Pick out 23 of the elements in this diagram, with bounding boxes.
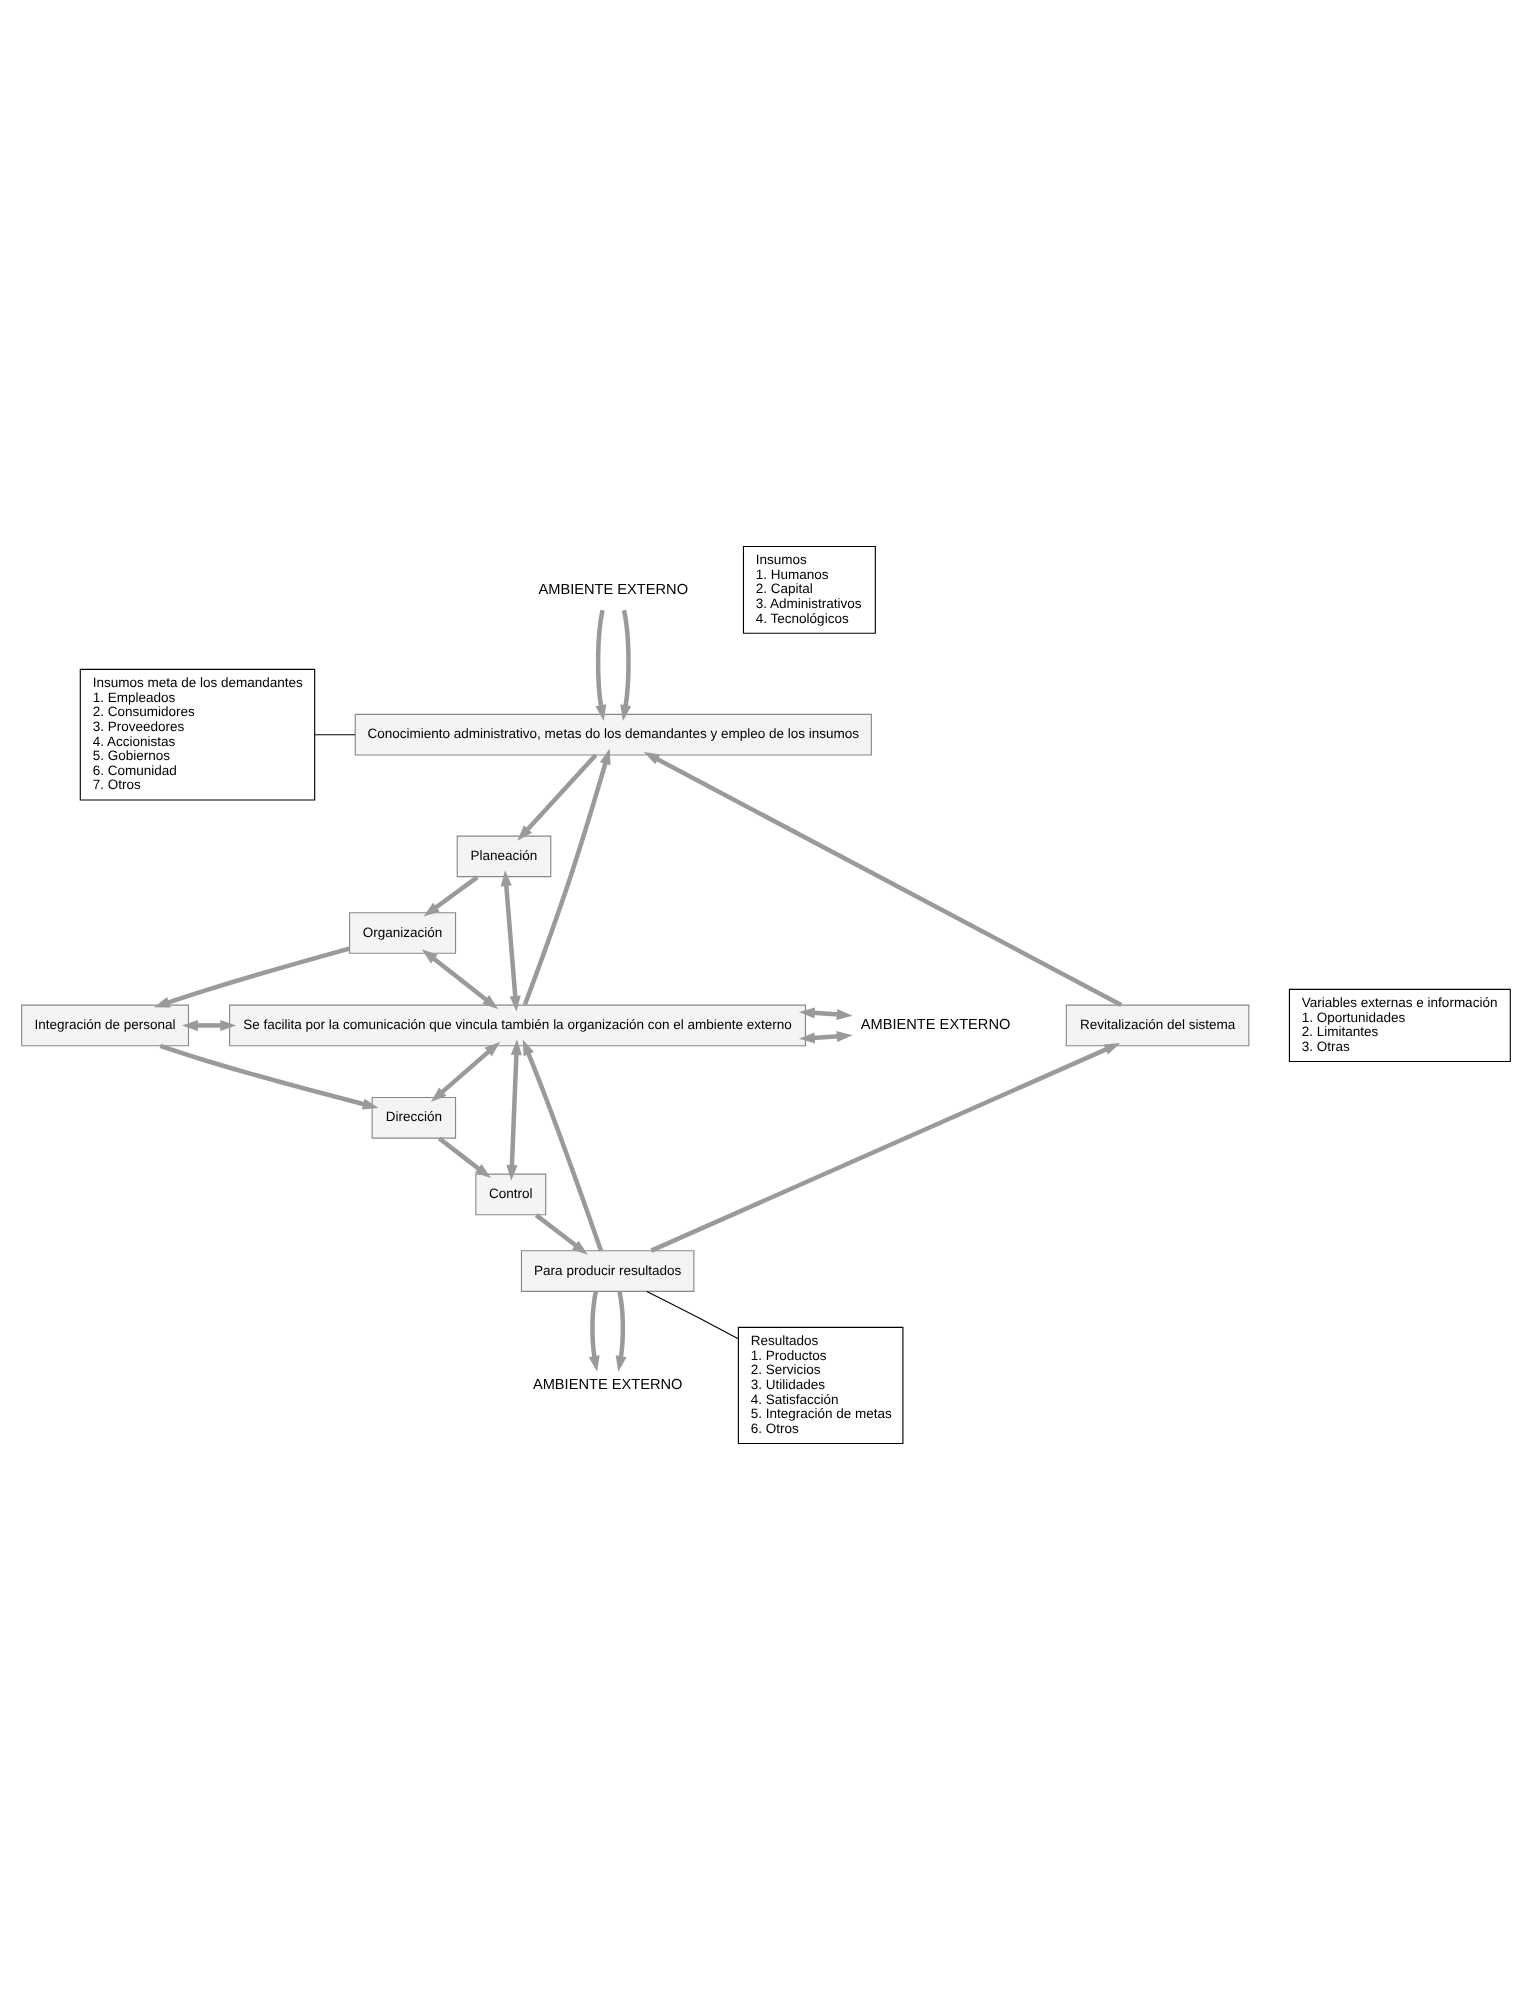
arrow: [650, 1043, 1121, 1253]
arrow: [182, 1019, 237, 1031]
arrow: [517, 753, 598, 841]
arrow: [615, 1291, 627, 1372]
arrow: [595, 609, 607, 721]
arrow: [522, 748, 611, 1006]
arrow: [522, 1039, 604, 1252]
arrow: [534, 1213, 588, 1255]
arrow: [437, 1136, 491, 1179]
arrow: [798, 1030, 853, 1044]
arrow: [423, 875, 479, 917]
arrow: [588, 1291, 600, 1372]
arrow: [798, 1007, 853, 1020]
arrow: [500, 870, 521, 1012]
arrow: [421, 949, 499, 1010]
arrow: [506, 1039, 522, 1181]
arrow: [620, 609, 632, 721]
arrow: [430, 1041, 501, 1102]
arrow: [643, 752, 1123, 1007]
connector: [646, 1291, 739, 1340]
arrow: [153, 946, 350, 1008]
connector: [314, 734, 356, 736]
arrow: [159, 1043, 379, 1110]
